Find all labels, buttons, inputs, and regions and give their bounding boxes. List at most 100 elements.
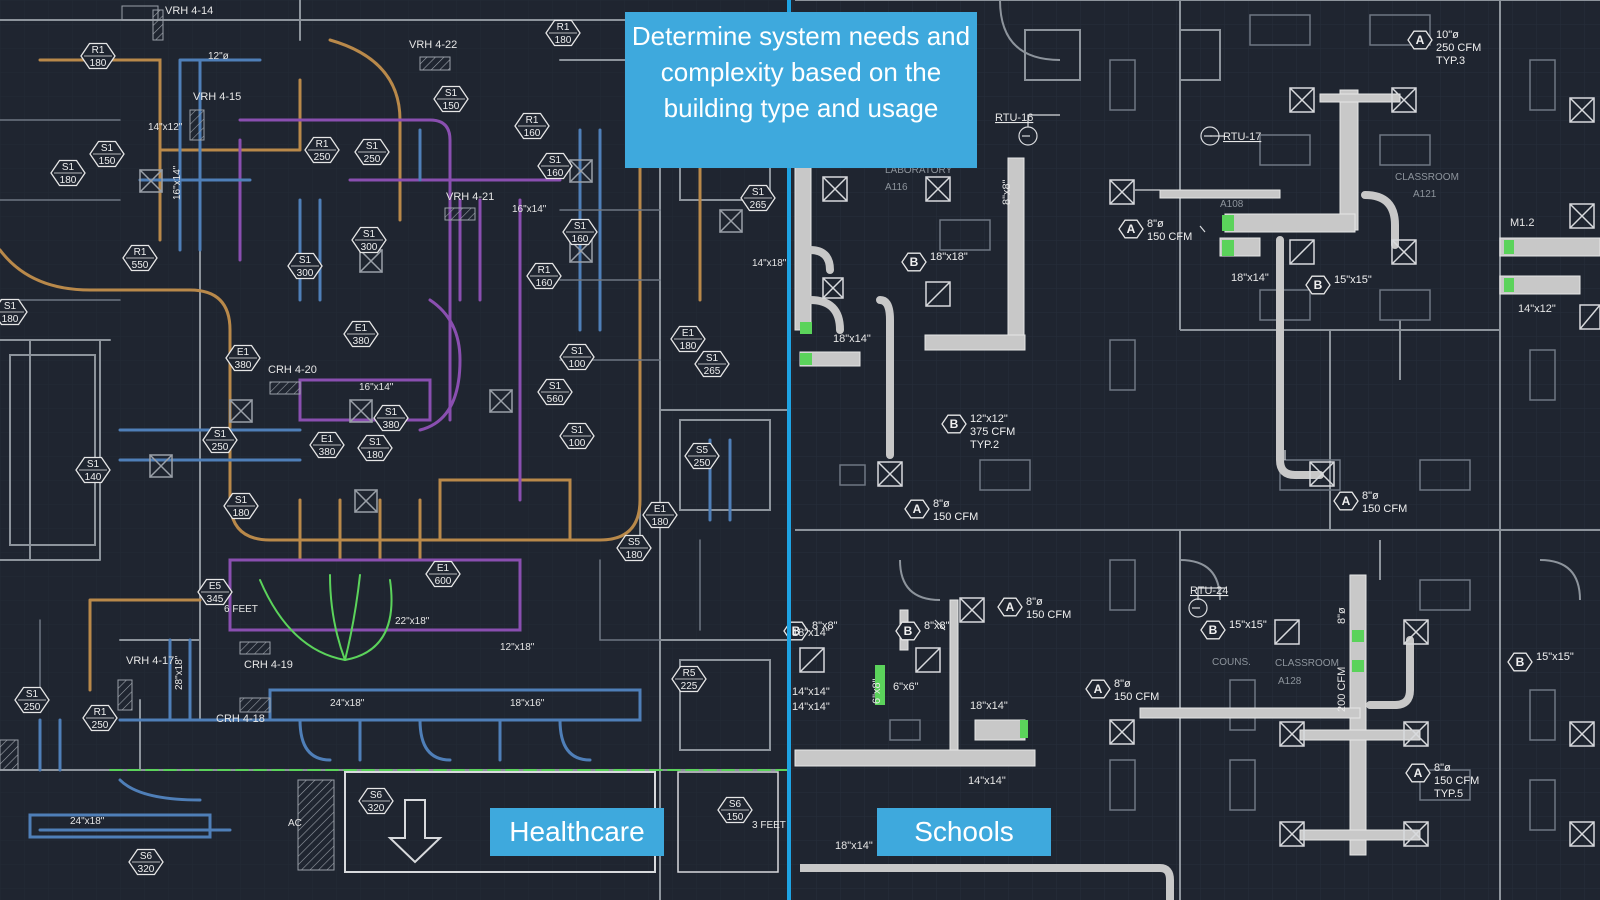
hex-tag-id: R5 xyxy=(683,668,696,679)
hex-tag-id: E1 xyxy=(654,504,667,515)
hex-tag-id: R1 xyxy=(557,22,570,33)
hex-tag-id: S1 xyxy=(549,155,562,166)
hex-tag-cfm: 180 xyxy=(60,175,77,186)
hex-tag-id: S1 xyxy=(571,346,584,357)
hex-tag-border xyxy=(1405,763,1431,783)
hex-tag-cfm: 550 xyxy=(132,260,149,271)
hex-tag-note: 10"ø xyxy=(1436,29,1459,41)
hex-tag-id: S6 xyxy=(140,851,153,862)
dimension-note: 22"x18" xyxy=(395,616,430,627)
hex-tag-note: 150 CFM xyxy=(1362,503,1407,515)
hex-tag-cfm: 300 xyxy=(361,242,378,253)
dimension-note: RTU-17 xyxy=(1223,131,1261,143)
hex-tag-cfm: 265 xyxy=(750,200,767,211)
dimension-note: 14"x12" xyxy=(1518,303,1556,315)
hex-tag-cfm: 225 xyxy=(681,681,698,692)
dimension-note: 18"x14" xyxy=(833,333,871,345)
hex-tag-id: S1 xyxy=(101,143,114,154)
dimension-note: CRH 4-20 xyxy=(268,364,317,376)
dimension-note: 14"x18" xyxy=(752,258,787,269)
hex-tag-id: E1 xyxy=(355,323,368,334)
hex-tag-cfm: 600 xyxy=(435,576,452,587)
hex-tag-id: S1 xyxy=(571,425,584,436)
hex-tag-cfm: 250 xyxy=(212,442,229,453)
hex-tag-id: S1 xyxy=(87,459,100,470)
hex-tag-id: B xyxy=(904,624,913,638)
hex-tag-id: S1 xyxy=(26,689,39,700)
hex-tag-cfm: 150 xyxy=(99,156,116,167)
dimension-note: 18"x14" xyxy=(792,627,830,639)
hex-tag-id: R1 xyxy=(94,707,107,718)
hex-tag-cfm: 250 xyxy=(694,458,711,469)
hex-tag-cfm: 160 xyxy=(547,168,564,179)
hex-tag-id: A xyxy=(1342,494,1351,508)
hex-tag-note: 8"ø xyxy=(1147,218,1164,230)
hex-tag-note: 150 CFM xyxy=(1434,775,1479,787)
hex-tag-note: 250 CFM xyxy=(1436,42,1481,54)
panel-divider xyxy=(787,0,791,900)
hex-tag-cfm: 250 xyxy=(24,702,41,713)
room-label: A121 xyxy=(1413,189,1437,200)
hex-tag-note: 8"ø xyxy=(1434,762,1451,774)
hex-tag-id: S1 xyxy=(235,495,248,506)
hex-tag-id: S1 xyxy=(549,381,562,392)
hex-tag-border xyxy=(904,499,930,519)
dimension-note: RTU-24 xyxy=(1190,585,1228,597)
dimension-note: 200 CFM xyxy=(1336,667,1348,712)
schools-label-text: Schools xyxy=(914,816,1014,847)
hex-tag-cfm: 345 xyxy=(207,594,224,605)
dimension-note: 28"x18" xyxy=(174,655,185,690)
dimension-note: 14"x12" xyxy=(148,122,183,133)
dimension-note: 6"x8" xyxy=(871,678,883,704)
hex-tag-note: 8"ø xyxy=(933,498,950,510)
dimension-note: 18"x14" xyxy=(835,840,873,852)
dimension-note: CRH 4-18 xyxy=(216,713,265,725)
dimension-note: 8"ø xyxy=(1336,607,1348,624)
hex-tag-cfm: 180 xyxy=(680,341,697,352)
hex-tag-note: TYP.5 xyxy=(1434,788,1463,800)
hex-tag-id: S1 xyxy=(363,229,376,240)
dimension-note: 24"x18" xyxy=(70,816,105,827)
dimension-note: VRH 4-22 xyxy=(409,39,457,51)
hex-tag-id: R1 xyxy=(526,115,539,126)
callout-text: Determine system needs and complexity ba… xyxy=(631,21,971,123)
hex-tag-border xyxy=(997,597,1023,617)
hex-tag-cfm: 265 xyxy=(704,366,721,377)
hex-tag-border xyxy=(1085,679,1111,699)
hex-tag-border xyxy=(1200,620,1226,640)
hex-tag-id: E5 xyxy=(209,581,222,592)
hex-tag-cfm: 150 xyxy=(443,101,460,112)
hex-tag-note: 150 CFM xyxy=(1026,609,1071,621)
room-label: CLASSROOM xyxy=(1275,658,1339,669)
hex-tag-cfm: 250 xyxy=(314,152,331,163)
hex-tag-note: 150 CFM xyxy=(933,511,978,523)
hex-tag-cfm: 140 xyxy=(85,472,102,483)
dimension-note: AC xyxy=(288,818,302,829)
hex-tag-cfm: 160 xyxy=(536,278,553,289)
